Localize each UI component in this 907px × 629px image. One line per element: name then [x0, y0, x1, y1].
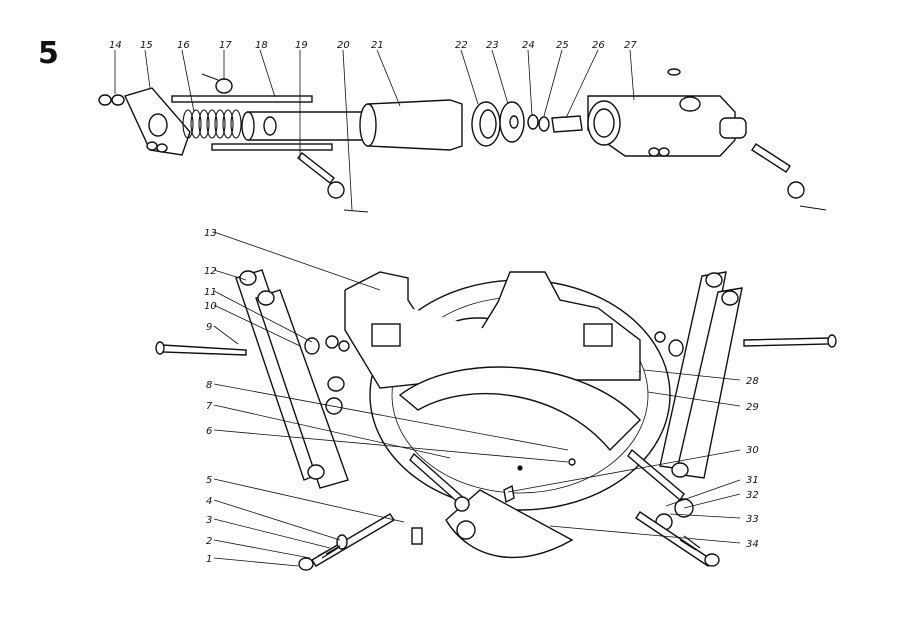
- small-nut: [503, 484, 515, 504]
- callout-2: 2: [206, 536, 212, 547]
- callout-4: 4: [206, 496, 212, 507]
- callout-6: 6: [206, 426, 212, 437]
- callout-29: 29: [746, 402, 759, 413]
- callout-5: 5: [206, 475, 212, 486]
- clevis-end: [719, 117, 747, 139]
- leader-lines: [114, 49, 741, 567]
- flange-hole: [148, 113, 168, 137]
- callout-26: 26: [592, 40, 605, 51]
- seal-ring: [538, 116, 550, 132]
- callout-15: 15: [140, 40, 153, 51]
- callout-17: 17: [219, 40, 232, 51]
- tie-rod: [171, 95, 313, 103]
- small-bolt: [411, 527, 423, 545]
- callout-28: 28: [746, 376, 759, 387]
- callout-18: 18: [255, 40, 268, 51]
- long-bolt-left: [161, 344, 247, 356]
- cylinder-body: [367, 99, 463, 151]
- callout-labels: 1 2 3 4 5 6 7 8 9 10 11 12 13 14 15 16 1…: [109, 40, 759, 565]
- tie-rod: [211, 143, 333, 151]
- main-housing-assembly: [155, 269, 837, 571]
- callout-8: 8: [206, 380, 212, 391]
- brake-shoe: [398, 366, 641, 452]
- callout-30: 30: [746, 445, 759, 456]
- nut-part: [111, 94, 125, 106]
- callout-25: 25: [556, 40, 569, 51]
- callout-31: 31: [746, 475, 759, 486]
- callout-11: 11: [204, 287, 217, 298]
- bracket-right: [583, 323, 613, 347]
- callout-34: 34: [746, 539, 759, 550]
- callout-1: 1: [206, 554, 212, 565]
- cotter-pin: [343, 209, 369, 213]
- segment-plate: [445, 489, 574, 559]
- callout-3: 3: [206, 515, 212, 526]
- callout-10: 10: [204, 301, 217, 312]
- long-bolt-right: [743, 337, 831, 347]
- callout-24: 24: [522, 40, 535, 51]
- seal-ring: [527, 114, 539, 130]
- pin-part: [751, 143, 791, 173]
- callout-23: 23: [486, 40, 499, 51]
- callout-14: 14: [109, 40, 122, 51]
- callout-16: 16: [177, 40, 190, 51]
- cotter-pin: [799, 205, 827, 211]
- bushing-part: [551, 115, 583, 133]
- nut-part: [98, 94, 112, 106]
- callout-27: 27: [624, 40, 637, 51]
- callout-19: 19: [295, 40, 308, 51]
- figure-number: 5: [38, 36, 59, 71]
- callout-20: 20: [337, 40, 350, 51]
- bracket-left: [371, 323, 401, 347]
- pin-part: [297, 152, 335, 184]
- top-frame: [344, 271, 641, 373]
- callout-7: 7: [206, 401, 213, 412]
- adjusting-screw: [635, 511, 713, 567]
- callout-13: 13: [204, 228, 217, 239]
- right-arm-inner: [675, 287, 743, 479]
- pin-head: [304, 337, 320, 355]
- pin-head: [215, 78, 233, 94]
- callout-33: 33: [746, 514, 759, 525]
- callout-12: 12: [204, 266, 217, 277]
- callout-22: 22: [455, 40, 468, 51]
- top-cylinder-assembly: [98, 68, 827, 213]
- callout-21: 21: [371, 40, 384, 51]
- adjusting-screw: [311, 513, 395, 567]
- spring-part: [182, 109, 242, 139]
- callout-32: 32: [746, 490, 759, 501]
- callout-9: 9: [206, 322, 212, 333]
- pin-part: [627, 448, 685, 502]
